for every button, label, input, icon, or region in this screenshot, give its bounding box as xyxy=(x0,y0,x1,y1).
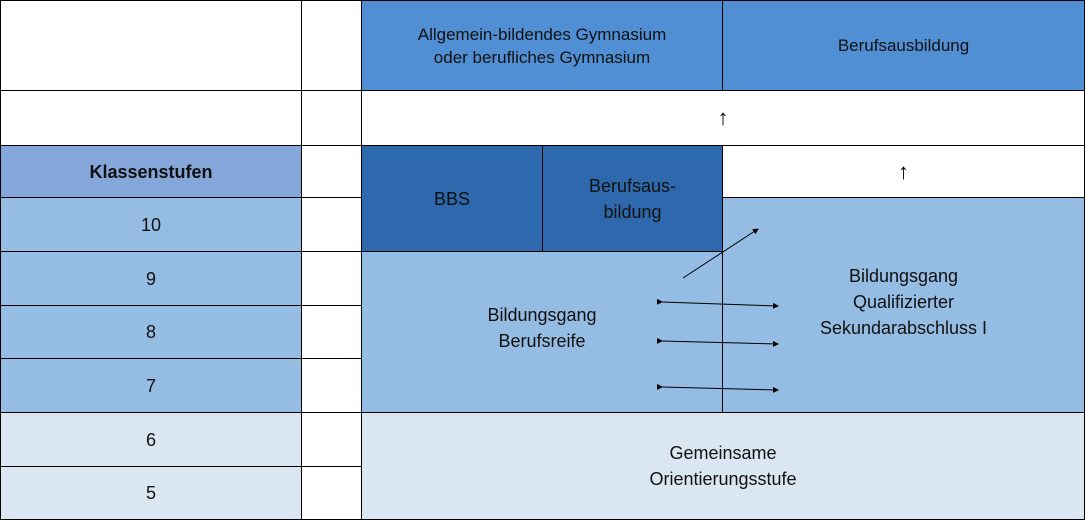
empty-cell-top-spacer xyxy=(301,0,362,91)
grades-header: Klassenstufen xyxy=(0,145,302,198)
bbs-box: BBS xyxy=(361,145,543,252)
spacer-grade-9 xyxy=(301,251,362,306)
grade-label: 5 xyxy=(145,483,156,503)
grade-label: 7 xyxy=(145,375,156,396)
arrow-row-wide: ↑ xyxy=(361,90,1085,146)
empty-cell-top-left xyxy=(0,0,302,91)
grade-label: 8 xyxy=(145,322,156,342)
gymnasium-box: Allgemein-bildendes Gymnasium oder beruf… xyxy=(361,0,723,91)
grade-10: 10 xyxy=(0,197,302,252)
berufsausbildung-top-box: Berufsausbildung xyxy=(722,0,1085,91)
spacer-grade-8 xyxy=(301,305,362,359)
arrow-up-icon: ↑ xyxy=(898,158,909,184)
arrow-up-icon: ↑ xyxy=(717,105,729,130)
spacer-grade-6 xyxy=(301,412,362,467)
gymnasium-label: Allgemein-bildendes Gymnasium oder beruf… xyxy=(417,24,667,67)
grade-label: 9 xyxy=(145,268,156,289)
spacer-grade-5 xyxy=(301,466,362,520)
spacer-grade-7 xyxy=(301,358,362,413)
empty-cell-row1-left xyxy=(0,90,302,146)
orientierungsstufe-box: Gemeinsame Orientierungsstufe xyxy=(361,412,1085,520)
empty-cell-row1-spacer xyxy=(301,90,362,146)
sekundarabschluss-track: Bildungsgang Qualifizierter Sekundarabsc… xyxy=(722,197,1085,413)
berufsausbildung-box: Berufsaus- bildung xyxy=(542,145,723,252)
sekundarabschluss-label: Bildungsgang Qualifizierter Sekundarabsc… xyxy=(819,266,988,338)
bbs-label: BBS xyxy=(433,188,471,209)
berufsreife-label: Bildungsgang Berufsreife xyxy=(487,305,597,351)
orientierungsstufe-label: Gemeinsame Orientierungsstufe xyxy=(649,443,797,489)
grade-6: 6 xyxy=(0,412,302,467)
grades-title: Klassenstufen xyxy=(89,161,213,182)
grade-8: 8 xyxy=(0,305,302,359)
spacer-grade-10 xyxy=(301,197,362,252)
berufsreife-track: Bildungsgang Berufsreife xyxy=(361,251,723,413)
grade-label: 6 xyxy=(145,429,156,450)
arrow-cell-right: ↑ xyxy=(722,145,1085,198)
empty-cell-row2-spacer xyxy=(301,145,362,198)
grade-9: 9 xyxy=(0,251,302,306)
grade-label: 10 xyxy=(140,214,162,235)
berufsausbildung-label: Berufsaus- bildung xyxy=(588,175,677,222)
berufsausbildung-top-label: Berufsausbildung xyxy=(837,36,970,55)
grade-7: 7 xyxy=(0,358,302,413)
grade-5: 5 xyxy=(0,466,302,520)
